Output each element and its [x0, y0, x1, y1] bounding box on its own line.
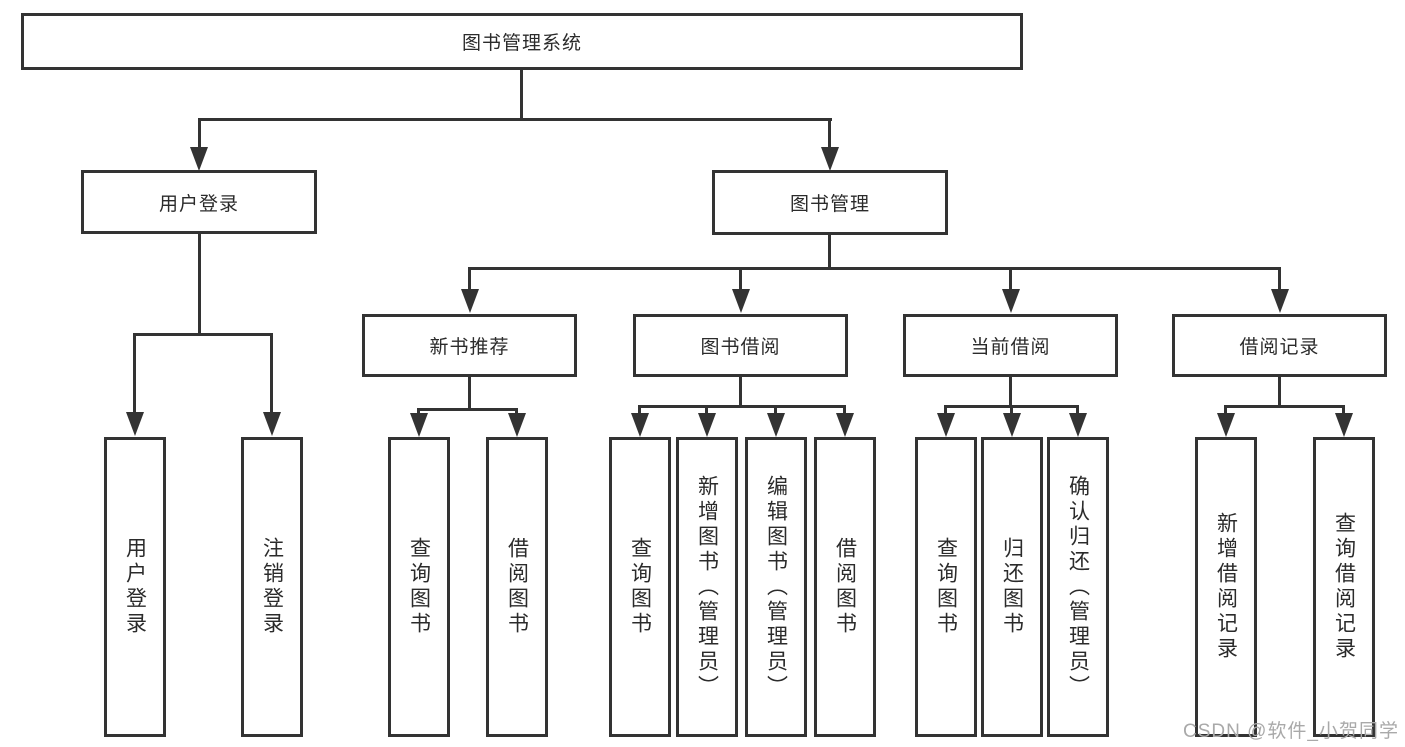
connector-new-book-split [418, 408, 518, 411]
arrow-down-icon [508, 413, 526, 437]
node-leaf-logout: 注销登录 [241, 437, 303, 737]
connector-user-login-stem [198, 234, 201, 335]
node-leaf-query-books-3-label: 查询图书 [934, 537, 958, 637]
node-leaf-query-books-1-label: 查询图书 [407, 537, 431, 637]
node-book-management-label: 图书管理 [789, 194, 870, 215]
node-leaf-add-books-admin: 新增图书（管理员） [676, 437, 738, 737]
connector-records-drop-1 [1224, 405, 1227, 415]
node-leaf-add-borrow-record-label: 新增借阅记录 [1214, 512, 1238, 662]
node-leaf-query-borrow-record-label: 查询借阅记录 [1332, 512, 1356, 662]
node-leaf-query-borrow-record: 查询借阅记录 [1313, 437, 1375, 737]
node-leaf-borrow-books-2-label: 借阅图书 [833, 537, 857, 637]
node-leaf-query-books-2-label: 查询图书 [628, 537, 652, 637]
connector-new-book-drop-1 [417, 408, 420, 415]
arrow-down-icon [1003, 413, 1021, 437]
arrow-down-icon [1335, 413, 1353, 437]
connector-borrowing-stem [739, 377, 742, 407]
node-root-system: 图书管理系统 [21, 13, 1023, 70]
connector-borrowing-drop-2 [705, 405, 708, 415]
node-leaf-return-books-label: 归还图书 [1000, 537, 1024, 637]
arrow-down-icon [1217, 413, 1235, 437]
connector-borrowing-drop-4 [843, 405, 846, 415]
arrow-down-icon [1271, 289, 1289, 313]
node-leaf-borrow-books-1: 借阅图书 [486, 437, 548, 737]
node-leaf-add-books-admin-label: 新增图书（管理员） [695, 474, 719, 700]
node-new-book-recommend: 新书推荐 [362, 314, 577, 377]
node-new-book-recommend-label: 新书推荐 [429, 337, 510, 358]
arrow-down-icon [461, 289, 479, 313]
arrow-down-icon [1002, 289, 1020, 313]
node-leaf-edit-books-admin-label: 编辑图书（管理员） [764, 474, 788, 700]
node-book-borrowing-label: 图书借阅 [700, 337, 781, 358]
node-leaf-query-books-2: 查询图书 [609, 437, 671, 737]
connector-records-drop-2 [1342, 405, 1345, 415]
connector-borrowing-drop-3 [774, 405, 777, 415]
node-current-borrowing: 当前借阅 [903, 314, 1118, 377]
node-book-borrowing: 图书借阅 [633, 314, 848, 377]
connector-root-stem [520, 70, 523, 119]
node-current-borrowing-label: 当前借阅 [970, 337, 1051, 358]
node-leaf-logout-label: 注销登录 [260, 537, 284, 637]
arrow-down-icon [937, 413, 955, 437]
node-borrowing-records-label: 借阅记录 [1239, 337, 1320, 358]
connector-new-book-stem [468, 377, 471, 410]
node-leaf-user-login-label: 用户登录 [123, 537, 147, 637]
arrow-down-icon [410, 413, 428, 437]
connector-borrowing-split [639, 405, 846, 408]
node-leaf-user-login: 用户登录 [104, 437, 166, 737]
arrow-down-icon [1069, 413, 1087, 437]
node-user-login: 用户登录 [81, 170, 317, 234]
arrow-down-icon [698, 413, 716, 437]
connector-book-mgmt-drop-1 [468, 267, 471, 291]
node-user-login-label: 用户登录 [158, 193, 239, 215]
connector-borrowing-drop-1 [638, 405, 641, 415]
node-leaf-query-books-3: 查询图书 [915, 437, 977, 737]
connector-current-drop-2 [1010, 405, 1013, 415]
connector-book-mgmt-drop-4 [1278, 267, 1281, 291]
node-leaf-add-borrow-record: 新增借阅记录 [1195, 437, 1257, 737]
connector-records-split [1225, 405, 1345, 408]
arrow-down-icon [190, 147, 208, 171]
connector-book-mgmt-drop-2 [739, 267, 742, 291]
node-leaf-borrow-books-2: 借阅图书 [814, 437, 876, 737]
connector-user-login-left-drop [133, 333, 136, 413]
connector-new-book-drop-2 [515, 408, 518, 415]
connector-book-mgmt-stem [828, 235, 831, 269]
node-leaf-borrow-books-1-label: 借阅图书 [505, 537, 529, 637]
node-root-system-label: 图书管理系统 [461, 33, 582, 54]
arrow-down-icon [767, 413, 785, 437]
node-book-management: 图书管理 [712, 170, 948, 235]
connector-current-drop-3 [1076, 405, 1079, 415]
connector-user-login-split [133, 333, 273, 336]
csdn-watermark: CSDN @软件_小贺同学 [1183, 721, 1399, 742]
connector-current-drop-1 [944, 405, 947, 415]
connector-user-login-right-drop [270, 333, 273, 413]
node-leaf-return-books: 归还图书 [981, 437, 1043, 737]
connector-current-stem [1009, 377, 1012, 407]
connector-root-left-drop [198, 118, 201, 149]
arrow-down-icon [126, 412, 144, 436]
arrow-down-icon [836, 413, 854, 437]
node-borrowing-records: 借阅记录 [1172, 314, 1387, 377]
arrow-down-icon [732, 289, 750, 313]
connector-root-right-drop [828, 118, 831, 149]
arrow-down-icon [263, 412, 281, 436]
arrow-down-icon [631, 413, 649, 437]
node-leaf-query-books-1: 查询图书 [388, 437, 450, 737]
node-leaf-confirm-return-admin-label: 确认归还（管理员） [1066, 474, 1090, 700]
connector-records-stem [1278, 377, 1281, 407]
node-leaf-edit-books-admin: 编辑图书（管理员） [745, 437, 807, 737]
node-leaf-confirm-return-admin: 确认归还（管理员） [1047, 437, 1109, 737]
connector-book-mgmt-drop-3 [1009, 267, 1012, 291]
arrow-down-icon [821, 147, 839, 171]
connector-book-mgmt-split [469, 267, 1281, 270]
connector-root-split [198, 118, 832, 121]
